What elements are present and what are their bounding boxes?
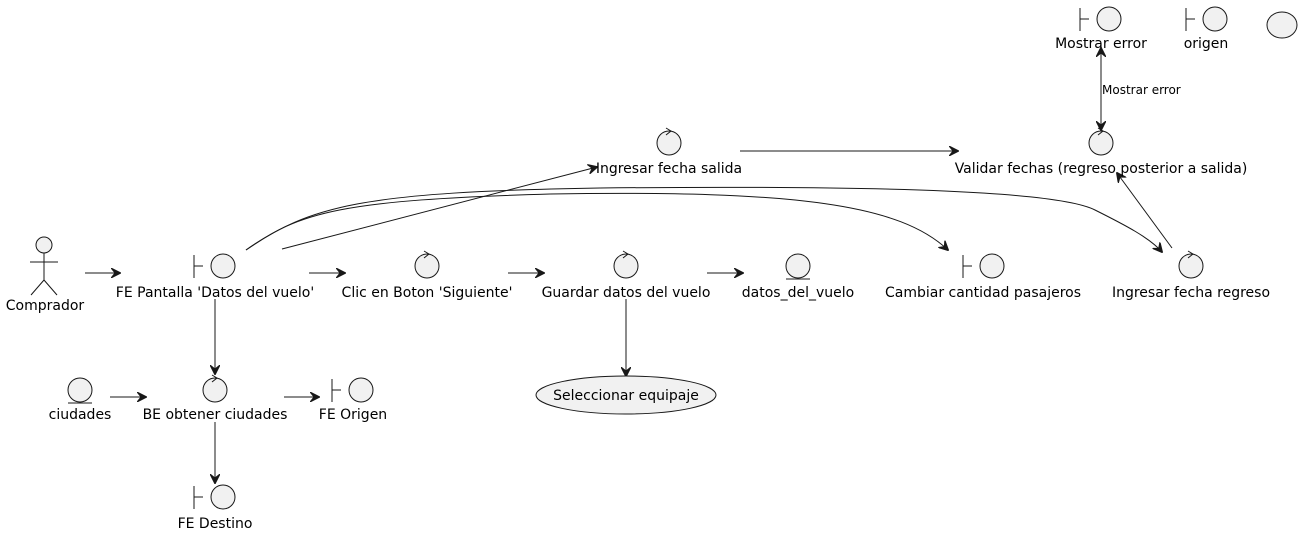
node-label-guardar-datos: Guardar datos del vuelo — [542, 285, 711, 301]
entity-ciudades: ciudades — [49, 377, 112, 423]
node-label-be-obtener-ciudades: BE obtener ciudades — [143, 407, 288, 423]
boundary-origen: origen — [1184, 6, 1229, 52]
node-label-comprador: Comprador — [6, 298, 85, 314]
edge-label-mostrar-error: Mostrar error — [1102, 83, 1181, 97]
control-icon — [656, 127, 682, 156]
edge-fe-pantalla-to-ingresar-fecha-regreso — [245, 186, 1162, 252]
boundary-icon — [1185, 6, 1228, 32]
entity-datos-del-vuelo: datos_del_vuelo — [742, 253, 854, 301]
edge-ingresar-fecha-regreso-to-validar-fechas — [1117, 173, 1173, 249]
node-label-ciudades: ciudades — [49, 407, 112, 423]
node-label-fe-pantalla: FE Pantalla 'Datos del vuelo' — [116, 285, 314, 301]
boundary-icon — [331, 377, 374, 403]
actor-comprador: Comprador — [6, 236, 85, 314]
edge-fe-pantalla-to-ingresar-fecha-salida — [281, 167, 597, 250]
control-guardar-datos: Guardar datos del vuelo — [542, 250, 711, 301]
node-label-seleccionar-equipaje: Seleccionar equipaje — [553, 388, 699, 404]
control-icon — [202, 374, 228, 403]
node-label-fe-origen: FE Origen — [319, 407, 387, 423]
boundary-fe-origen: FE Origen — [319, 377, 387, 423]
control-clic-siguiente: Clic en Boton 'Siguiente' — [342, 250, 513, 301]
control-validar-fechas: Validar fechas (regreso posterior a sali… — [955, 127, 1248, 177]
entity-icon — [785, 253, 811, 280]
boundary-icon — [1079, 6, 1122, 32]
usecase-ellipse — [1266, 11, 1298, 39]
control-icon — [1178, 250, 1204, 279]
boundary-mostrar-error: Mostrar error — [1055, 6, 1147, 52]
boundary-fe-destino: FE Destino — [178, 484, 253, 532]
node-label-ingresar-salida: Ingresar fecha salida — [596, 161, 742, 177]
nodes: Comprador FE Pantalla 'Datos del vuelo' … — [6, 6, 1298, 532]
node-label-cambiar-pasajeros: Cambiar cantidad pasajeros — [885, 285, 1081, 301]
node-label-datos-del-vuelo: datos_del_vuelo — [742, 285, 854, 301]
edge-fe-pantalla-to-cambiar-cantidad-pasajeros — [245, 192, 948, 250]
control-icon — [1088, 127, 1114, 156]
usecase-seleccionar-equipaje: Seleccionar equipaje — [535, 375, 717, 415]
boundary-icon — [193, 484, 236, 510]
edges: Mostrar error — [85, 48, 1181, 483]
node-label-clic-siguiente: Clic en Boton 'Siguiente' — [342, 285, 513, 301]
boundary-icon — [962, 253, 1005, 279]
node-label-fe-destino: FE Destino — [178, 516, 253, 532]
node-label-validar-fechas: Validar fechas (regreso posterior a sali… — [955, 161, 1248, 177]
node-label-origen: origen — [1184, 36, 1229, 52]
control-icon — [414, 250, 440, 279]
boundary-cambiar-pasajeros: Cambiar cantidad pasajeros — [885, 253, 1081, 301]
usecase-ellipse — [535, 375, 717, 415]
entity-icon — [67, 377, 93, 404]
control-ingresar-salida: Ingresar fecha salida — [596, 127, 742, 177]
node-label-mostrar-error: Mostrar error — [1055, 36, 1147, 52]
control-icon — [613, 250, 639, 279]
control-be-obtener-ciudades: BE obtener ciudades — [143, 374, 288, 423]
usecase-unlabeled — [1266, 11, 1298, 39]
node-label-ingresar-regreso: Ingresar fecha regreso — [1112, 285, 1270, 301]
actor-icon — [35, 236, 53, 254]
boundary-icon — [193, 253, 236, 279]
control-ingresar-regreso: Ingresar fecha regreso — [1112, 250, 1270, 301]
boundary-fe-pantalla: FE Pantalla 'Datos del vuelo' — [116, 253, 314, 301]
